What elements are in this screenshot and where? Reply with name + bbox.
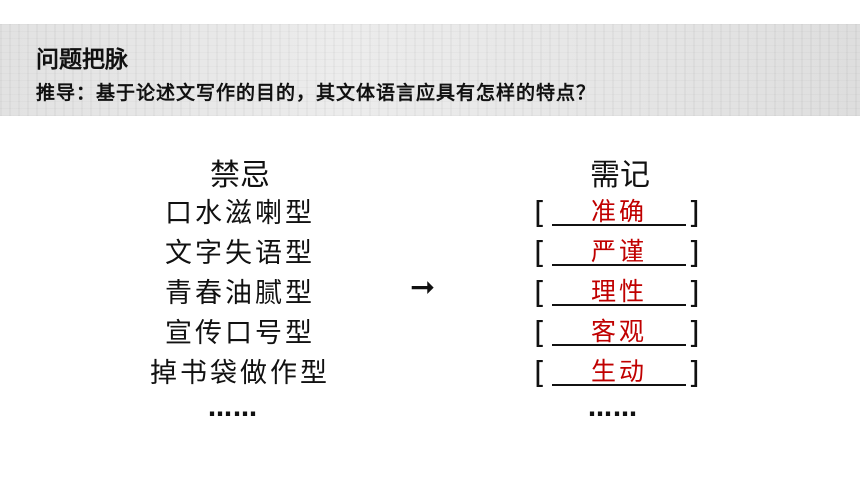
bracket-close: ] [688,356,700,391]
section-title: 问题把脉 [36,47,128,73]
taboo-item: 口水滋喇型 [165,198,315,229]
answer-text: 严谨 [590,237,647,266]
taboo-list: 口水滋喇型 文字失语型 青春油腻型 宣传口号型 掉书袋做作型 [110,194,370,394]
taboo-header: 禁忌 [210,158,270,193]
needs-item: [ 准确 ] [534,194,704,234]
taboo-ellipsis: …… [208,394,258,422]
needs-item: [ 严谨 ] [534,234,704,274]
blank-underline [552,304,686,306]
header-banner: 问题把脉 推导：基于论述文写作的目的，其文体语言应具有怎样的特点？ [0,24,860,116]
needs-list: [ 准确 ] [ 严谨 ] [ 理性 ] [ 客观 ] [ 生动 ] [534,194,704,394]
bracket-open: [ [534,356,546,391]
bracket-open: [ [534,236,546,271]
answer-text: 生动 [590,357,647,386]
needs-item: [ 理性 ] [534,274,704,314]
blank-underline [552,224,686,226]
banner-texture [0,24,860,116]
needs-header: 需记 [590,158,650,193]
needs-item: [ 生动 ] [534,354,704,394]
bracket-close: ] [688,316,700,351]
answer-text: 准确 [590,197,647,226]
bracket-open: [ [534,196,546,231]
taboo-item: 青春油腻型 [165,278,315,309]
bracket-close: ] [688,196,700,231]
needs-ellipsis: …… [588,394,638,422]
answer-text: 客观 [590,317,647,346]
needs-item: [ 客观 ] [534,314,704,354]
bracket-open: [ [534,276,546,311]
guiding-question: 推导：基于论述文写作的目的，其文体语言应具有怎样的特点？ [36,82,597,104]
blank-underline [552,384,686,386]
answer-text: 理性 [590,277,647,306]
taboo-item: 宣传口号型 [165,318,315,349]
right-arrow-icon: ➞ [410,270,436,305]
taboo-item: 文字失语型 [165,238,315,269]
blank-underline [552,264,686,266]
bracket-close: ] [688,276,700,311]
bracket-close: ] [688,236,700,271]
blank-underline [552,344,686,346]
taboo-item: 掉书袋做作型 [150,358,330,389]
bracket-open: [ [534,316,546,351]
